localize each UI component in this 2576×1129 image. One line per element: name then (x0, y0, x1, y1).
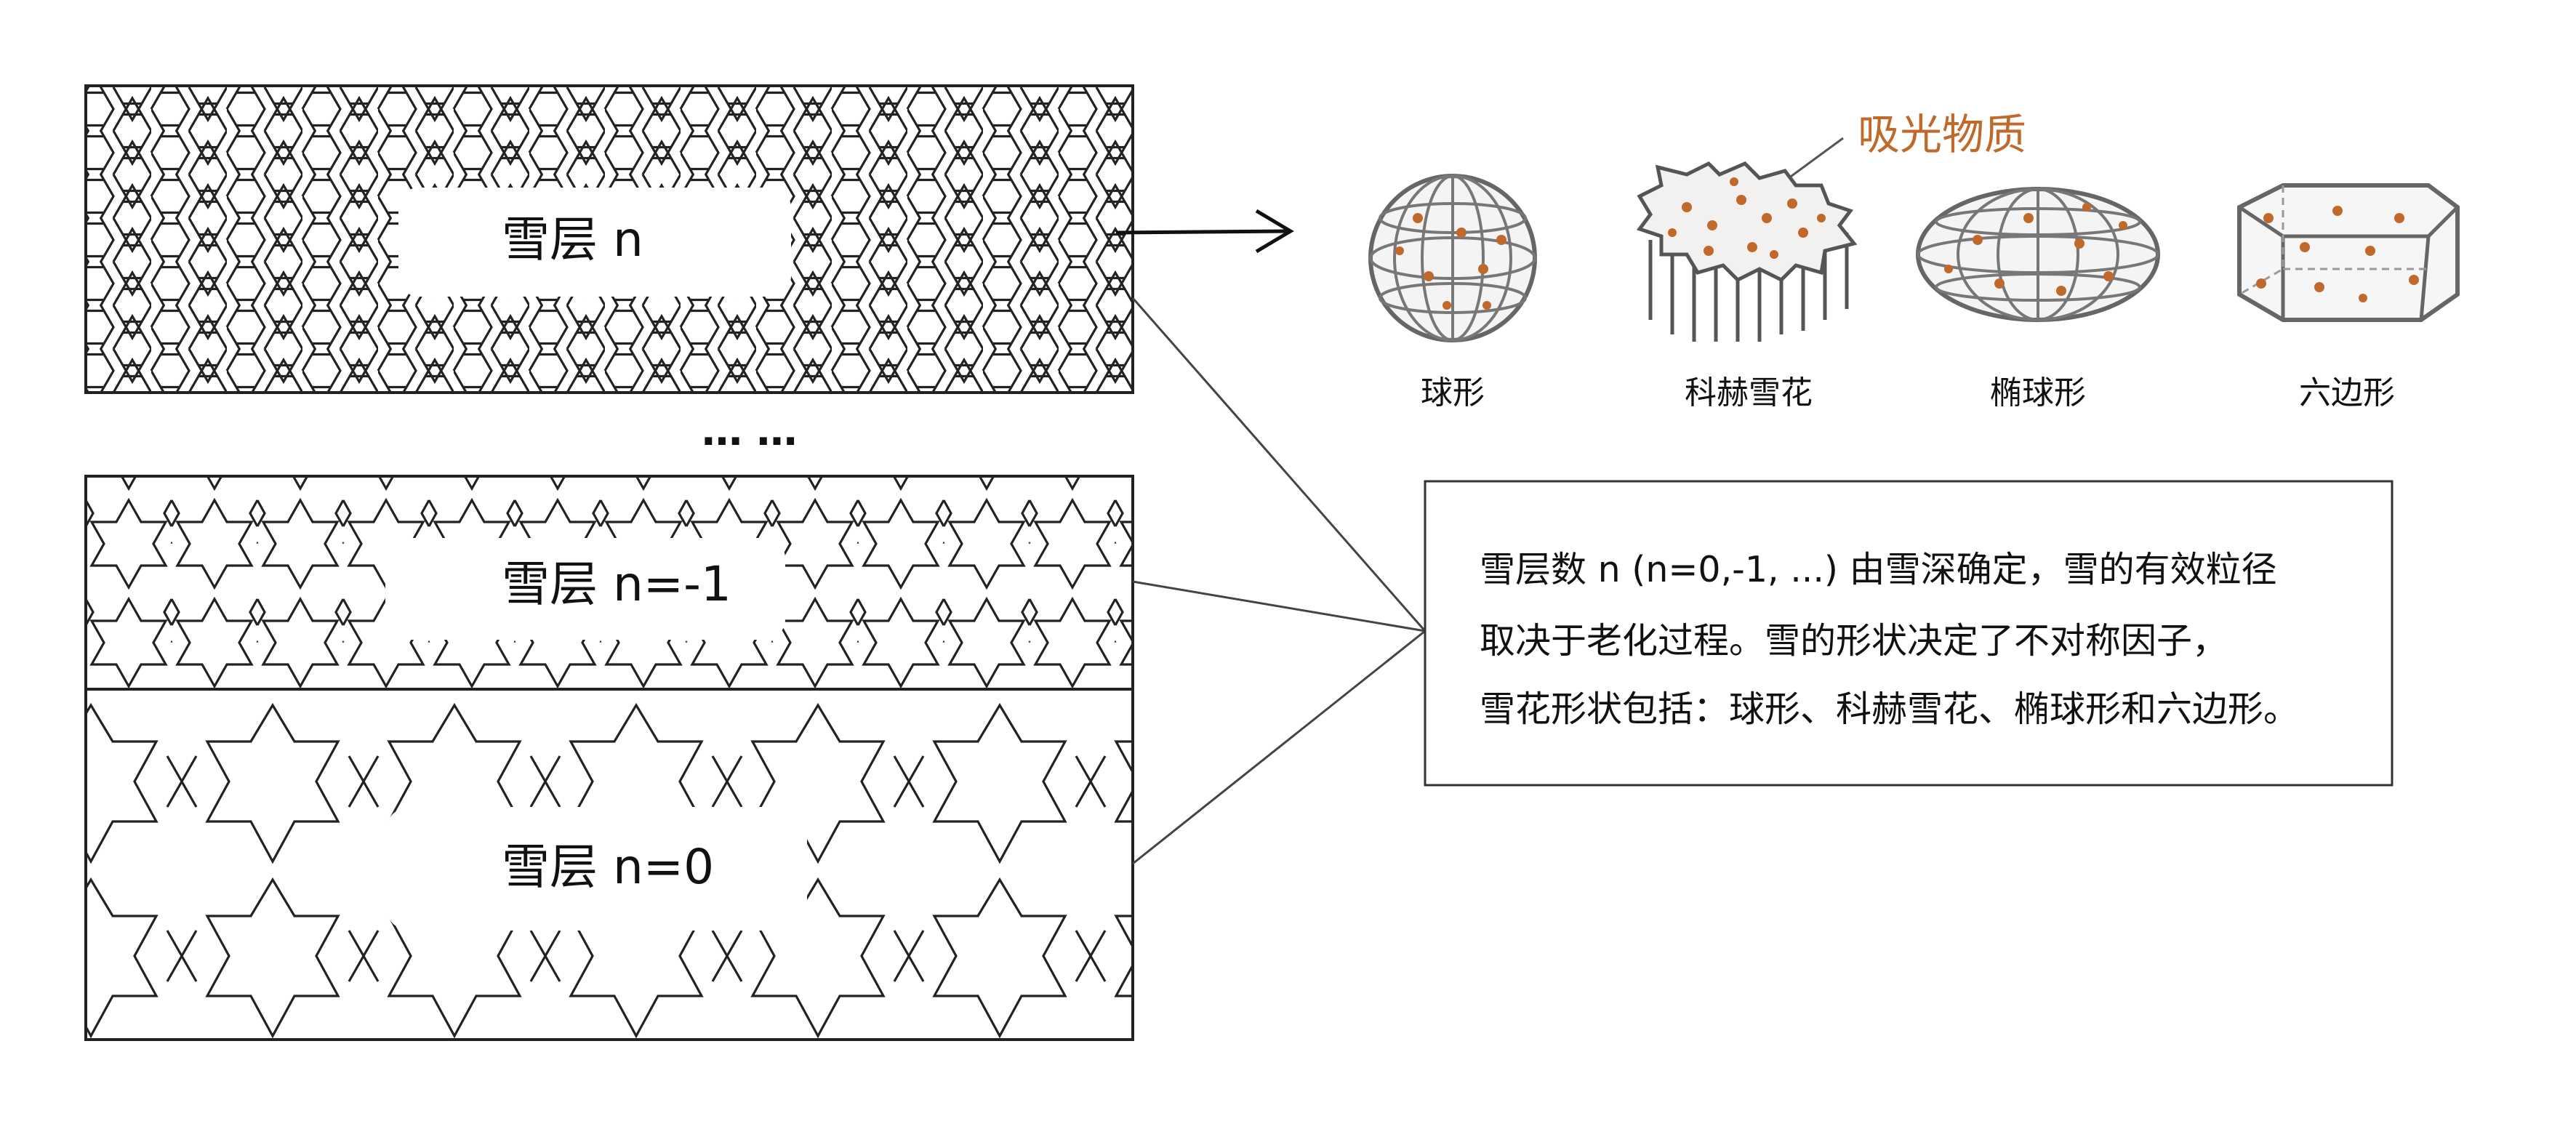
ellipsoid-shape (1916, 187, 2160, 322)
layer-label-bg (385, 807, 807, 931)
shape-label-ellipsoid: 椭球形 (1990, 374, 2086, 411)
connector-lines (1131, 297, 1427, 865)
absorbing-material-label: 吸光物质 (1858, 110, 2026, 159)
layer-label-bg (385, 538, 785, 640)
hexagon-shape (2237, 183, 2460, 322)
layer-label-n: 雪层 n (502, 212, 643, 268)
snow-layer-n: 雪层 n (84, 84, 1134, 394)
snow-layer-n-minus-1: 雪层 n=-1 (84, 475, 1134, 691)
note-line-1: 雪层数 n (n=0,-1, ...) 由雪深确定，雪的有效粒径 (1480, 549, 2277, 590)
shape-label-koch-snowflake: 科赫雪花 (1685, 374, 1813, 411)
arrow-to-shapes (1115, 209, 1294, 254)
shape-label-sphere: 球形 (1421, 374, 1485, 411)
layer-label-bg (398, 188, 791, 297)
snow-layer-n-0: 雪层 n=0 (84, 688, 1134, 1041)
koch-snowflake-shape (1636, 161, 1858, 342)
layer-label-n-minus-1: 雪层 n=-1 (502, 556, 731, 612)
note-line-3: 雪花形状包括：球形、科赫雪花、椭球形和六边形。 (1480, 688, 2299, 730)
shape-label-hexagon: 六边形 (2299, 374, 2395, 411)
sphere-shape (1368, 174, 1537, 342)
note-box: 雪层数 n (n=0,-1, ...) 由雪深确定，雪的有效粒径 取决于老化过程… (1424, 480, 2394, 787)
note-line-2: 取决于老化过程。雪的形状决定了不对称因子， (1480, 620, 2228, 662)
ellipsis: … … (702, 408, 798, 455)
layer-label-n-0: 雪层 n=0 (502, 839, 714, 895)
